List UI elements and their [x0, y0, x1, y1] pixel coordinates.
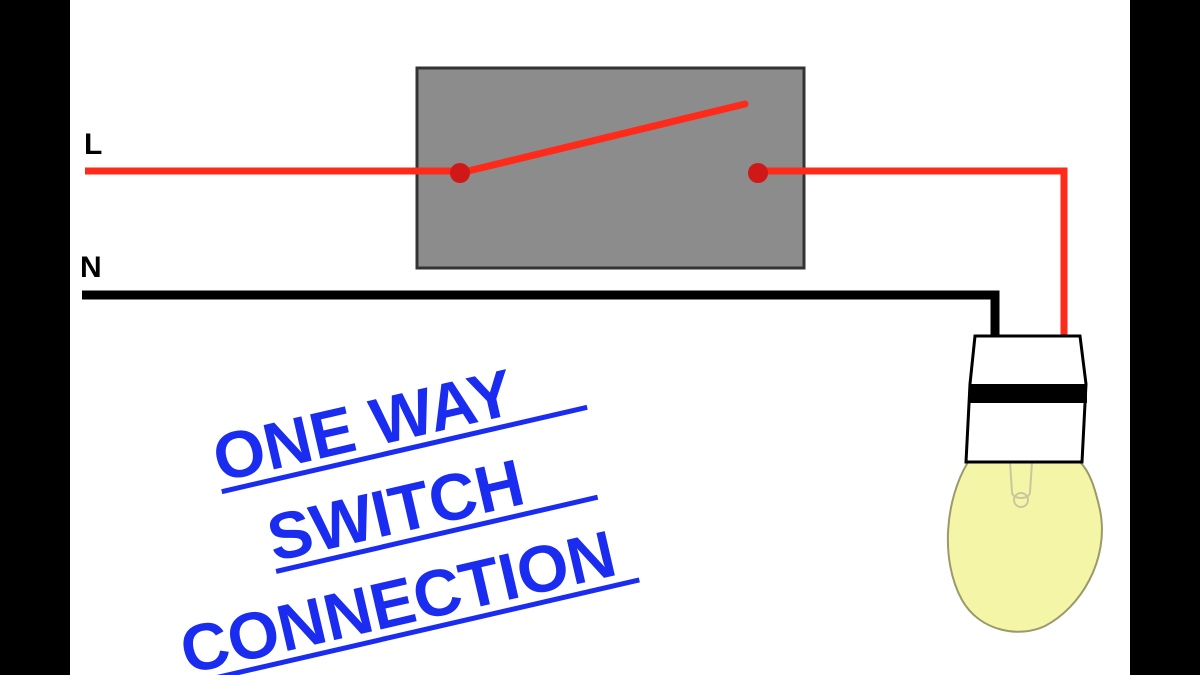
- switch-lever: [456, 100, 749, 177]
- live-wire-output: [758, 167, 1068, 338]
- title-underline-two: [275, 494, 599, 574]
- switch-terminal-in: [450, 163, 470, 183]
- bulb-filament-loop: [1013, 492, 1029, 508]
- bulb-glass: [946, 461, 1103, 633]
- title-block: ONE WAY SWITCH CONNECTION: [173, 355, 640, 675]
- light-bulb-icon: [946, 334, 1103, 633]
- bulb-filament: [1009, 461, 1033, 499]
- title-underline-one: [221, 404, 588, 495]
- neutral-label: N: [80, 251, 102, 284]
- switch-terminal-out: [748, 163, 768, 183]
- neutral-wire: [82, 290, 1000, 338]
- title-underline-three: [188, 577, 640, 675]
- live-label: L: [84, 128, 102, 161]
- bulb-holder-band: [970, 384, 1087, 403]
